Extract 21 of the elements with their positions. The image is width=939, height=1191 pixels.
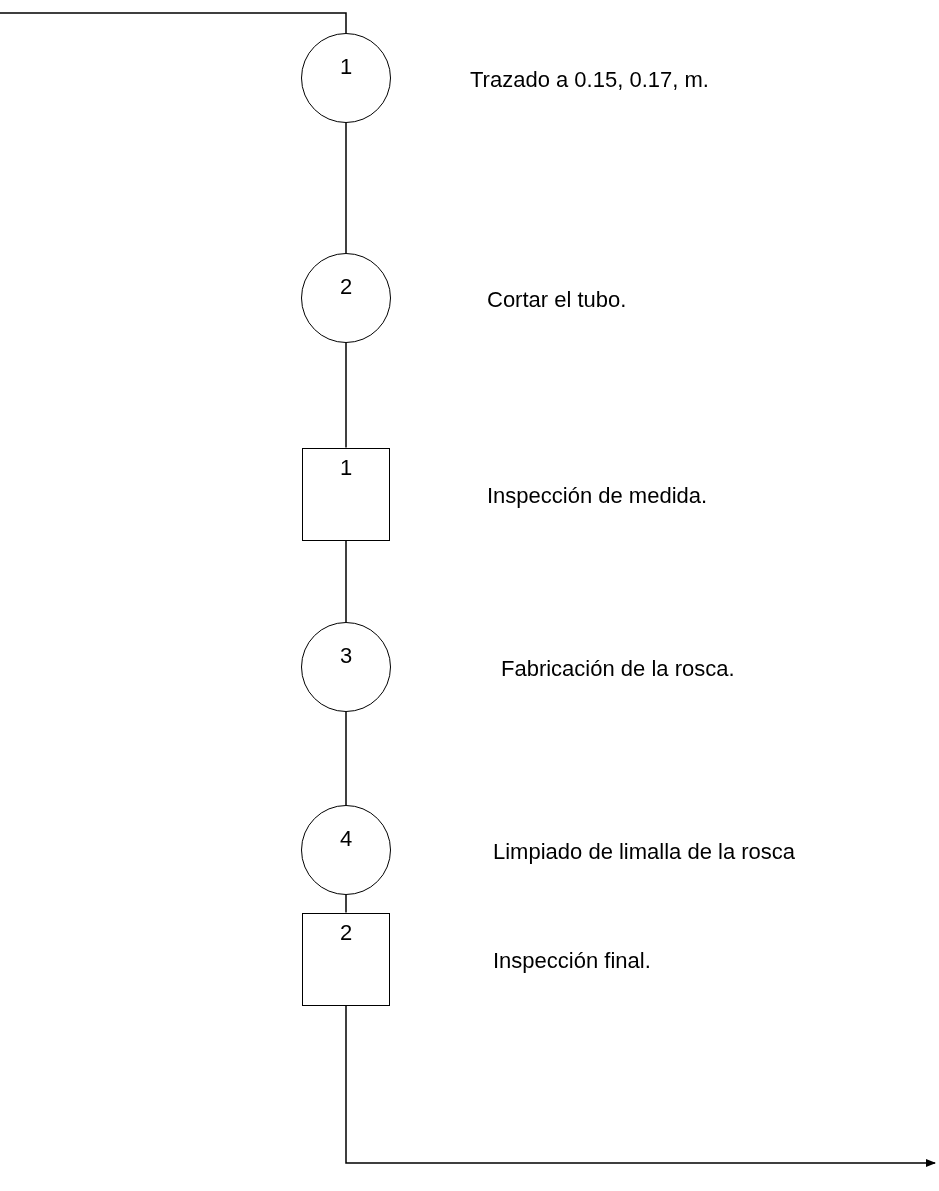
step-description: Trazado a 0.15, 0.17, m. (470, 69, 709, 91)
connector-line (345, 711, 347, 806)
connector-line (0, 12, 347, 34)
connector-line (345, 122, 347, 254)
step-description: Cortar el tubo. (487, 289, 627, 311)
step-number: 3 (339, 645, 353, 670)
connector-line (345, 539, 347, 623)
step-description: Inspección final. (493, 950, 651, 972)
step-number: 2 (339, 921, 353, 947)
step-number: 2 (339, 276, 353, 301)
connector-line (345, 342, 347, 449)
step-number: 1 (339, 56, 353, 81)
step-description: Fabricación de la rosca. (501, 658, 735, 680)
arrow (345, 1004, 937, 1168)
step-description: Inspección de medida. (487, 485, 708, 507)
connector-line (345, 894, 347, 914)
step-description: Limpiado de limalla de la rosca (493, 841, 796, 863)
step-number: 1 (339, 456, 353, 482)
step-number: 4 (339, 828, 353, 853)
inspection-square (302, 912, 390, 1006)
inspection-square (302, 447, 390, 541)
